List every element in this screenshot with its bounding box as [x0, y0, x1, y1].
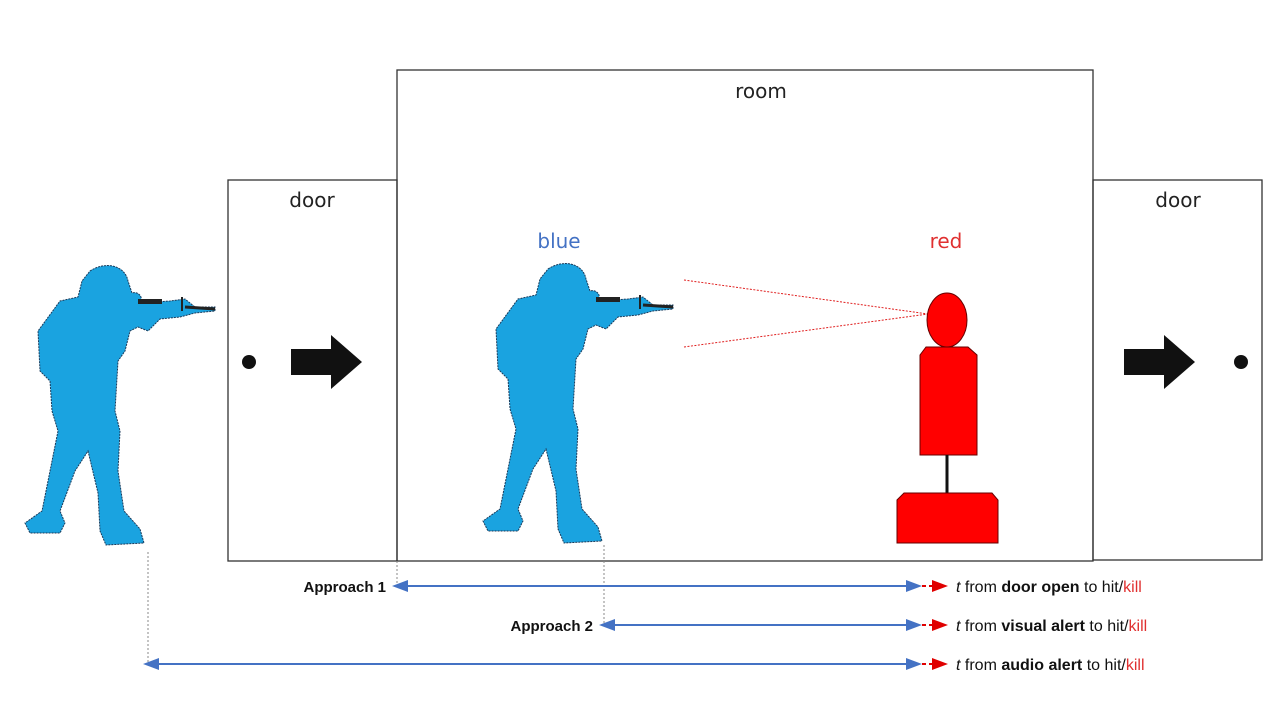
door-right-label: door	[1155, 188, 1201, 212]
door-left-label: door	[289, 188, 335, 212]
soldier-icon	[23, 264, 217, 547]
arrow-right-icon	[1124, 335, 1195, 389]
approach-1-description: t from door open to hit/kill	[956, 579, 1142, 596]
red-label: red	[930, 229, 963, 253]
target-mannequin-icon	[896, 292, 999, 544]
door-right-frame	[1092, 179, 1263, 561]
sight-line	[683, 279, 929, 315]
sight-line	[683, 313, 929, 348]
dot-icon	[242, 355, 256, 369]
arrow-right-icon	[291, 335, 362, 389]
room-frame	[396, 69, 1094, 562]
approach-1-label: Approach 1	[303, 579, 386, 596]
approach-2-label: Approach 2	[510, 618, 593, 635]
approach-2-description: t from visual alert to hit/kill	[956, 618, 1147, 635]
room-label: room	[735, 79, 787, 103]
soldier-icon	[481, 262, 675, 545]
approach-3-description: t from audio alert to hit/kill	[956, 657, 1145, 674]
blue-label: blue	[537, 229, 580, 253]
dot-icon	[1234, 355, 1248, 369]
